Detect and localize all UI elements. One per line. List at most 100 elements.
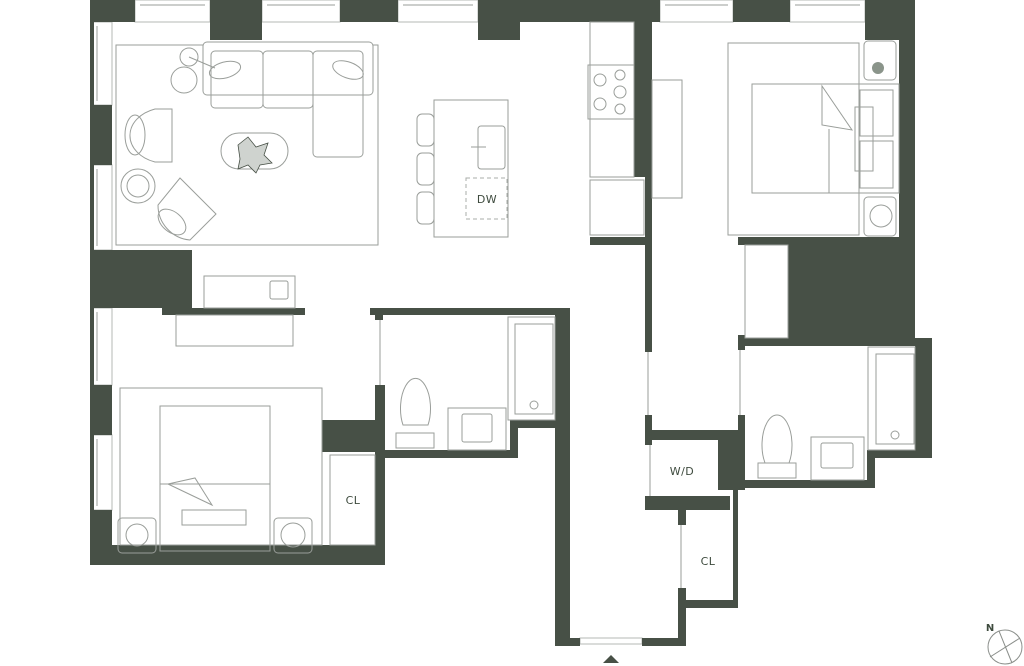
media-console — [203, 275, 296, 309]
wall — [90, 385, 112, 435]
wall — [733, 0, 790, 22]
wall — [645, 430, 738, 440]
bathtub-basin — [514, 323, 554, 415]
dishwasher — [465, 177, 508, 220]
lamp — [869, 204, 893, 228]
window — [789, 0, 866, 23]
toilet — [761, 414, 793, 464]
wall — [370, 308, 570, 315]
wall — [478, 0, 660, 22]
wall — [385, 450, 518, 458]
burner — [593, 97, 607, 111]
bed — [751, 83, 900, 194]
wall — [510, 420, 518, 458]
dishwasher-label: DW — [477, 193, 497, 206]
pillow — [208, 60, 242, 80]
bed-pillow — [181, 509, 247, 526]
bed-pillow — [854, 106, 874, 172]
window — [659, 0, 734, 23]
vanity — [810, 436, 865, 481]
nightstand — [863, 196, 897, 237]
nightstand — [117, 517, 157, 554]
bathtub — [507, 316, 556, 421]
lamp-arm — [188, 56, 216, 69]
floor-lamp — [179, 47, 199, 67]
wall — [867, 450, 875, 488]
lamp — [280, 522, 306, 548]
wall — [718, 430, 738, 490]
wall — [90, 250, 192, 308]
wall — [915, 338, 932, 458]
window — [91, 434, 113, 511]
bathtub — [867, 346, 916, 451]
washer-dryer-label: W/D — [670, 465, 695, 478]
armchair-cushion — [124, 114, 146, 156]
shower-valve — [529, 400, 539, 410]
window — [579, 637, 643, 645]
sofa-chaise — [312, 50, 364, 158]
blanket-corner — [821, 84, 854, 131]
wall — [322, 420, 385, 452]
wall — [642, 638, 685, 646]
furniture — [115, 21, 916, 588]
compass-north-label: N — [986, 623, 994, 634]
wall — [738, 338, 932, 346]
wall — [733, 430, 738, 608]
plant-icon — [872, 62, 884, 74]
armchair — [129, 108, 173, 163]
plant-icon — [237, 136, 273, 174]
bar-stool — [416, 152, 435, 186]
vanity-sink — [820, 442, 854, 469]
burner — [614, 103, 626, 115]
closet-1-label: CL — [346, 494, 361, 507]
cooktop — [587, 64, 635, 120]
side-table — [170, 66, 198, 94]
toilet — [400, 377, 431, 426]
wall — [645, 496, 730, 510]
burner — [613, 85, 627, 99]
closet — [329, 454, 376, 546]
window — [91, 307, 113, 386]
walls — [90, 0, 932, 646]
wall — [678, 588, 686, 646]
wall — [375, 385, 385, 565]
vanity — [447, 407, 507, 451]
wall — [90, 105, 112, 165]
wall-cabinet — [651, 79, 683, 199]
window — [91, 164, 113, 251]
wall — [678, 510, 686, 525]
armchair — [157, 177, 217, 241]
window — [91, 21, 113, 106]
wall — [867, 450, 932, 458]
pillow — [859, 89, 894, 137]
wall — [210, 0, 262, 40]
lamp — [125, 523, 149, 547]
side-table-top — [126, 174, 150, 198]
wall — [510, 420, 560, 428]
wall — [645, 22, 652, 352]
wall — [678, 600, 738, 608]
wall — [555, 638, 580, 646]
compass-icon: N — [986, 623, 1023, 665]
wall — [90, 545, 385, 565]
vanity-sink — [461, 413, 493, 443]
window — [397, 0, 479, 23]
console-item — [269, 280, 289, 300]
wall — [555, 308, 570, 645]
closet — [744, 244, 789, 339]
nightstand — [273, 517, 313, 554]
wall — [90, 0, 135, 22]
sofa-back — [202, 41, 374, 96]
dresser — [175, 314, 294, 347]
wall — [738, 237, 790, 245]
toilet-tank — [395, 432, 435, 449]
bar-stool — [416, 113, 435, 147]
wall — [340, 0, 398, 22]
wall — [590, 237, 645, 245]
burner — [614, 69, 626, 81]
blanket-corner — [166, 477, 214, 507]
side-table — [120, 168, 156, 204]
bedroom-rug — [119, 387, 323, 546]
bed — [159, 405, 271, 552]
